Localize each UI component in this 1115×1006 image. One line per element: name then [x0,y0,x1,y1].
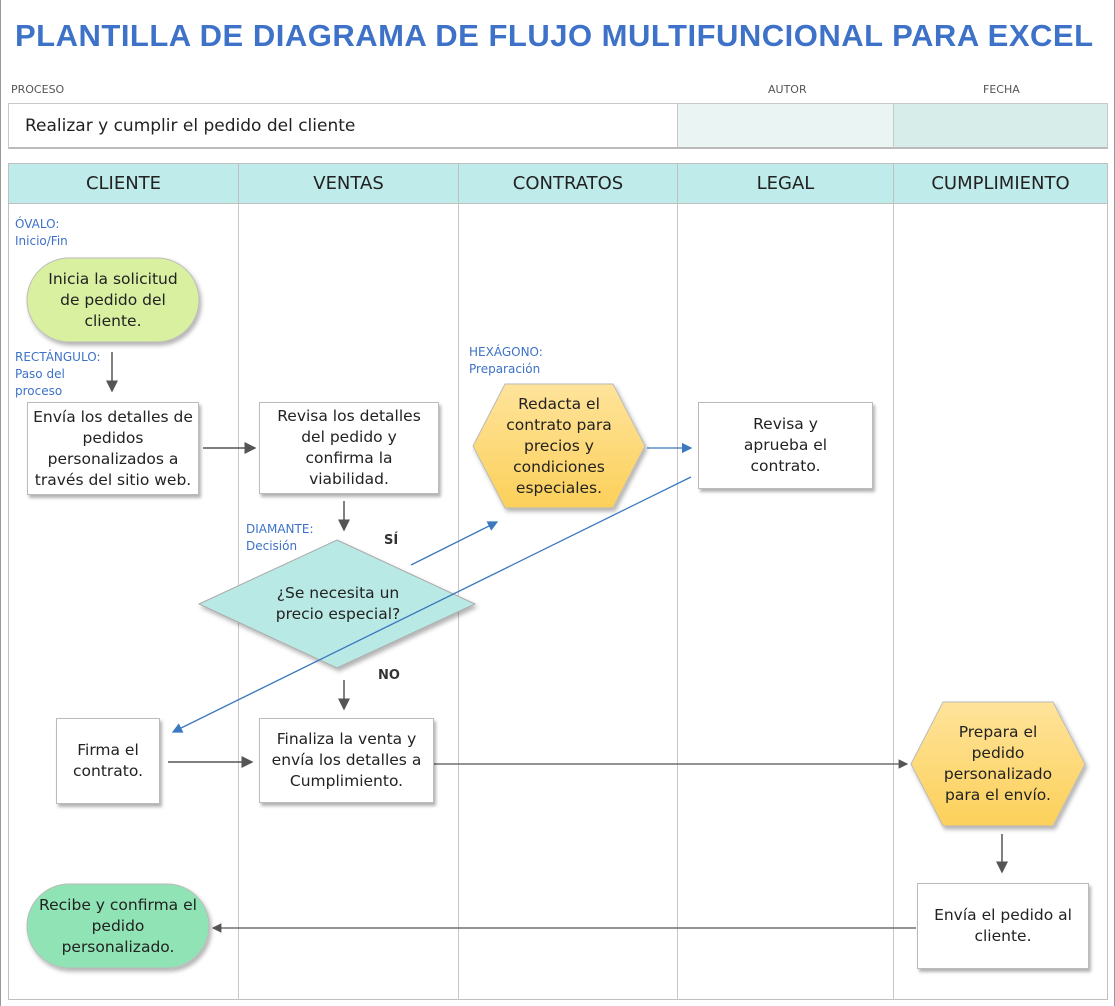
lane-divider [893,204,894,1000]
lane-divider [677,204,678,1000]
yes-label: SÍ [384,533,399,548]
send-details-box: Envía los detalles de pedidos personaliz… [27,402,199,495]
legend-oval: ÓVALO:Inicio/Fin [15,217,68,248]
prepare-order-text: Prepara el pedido personalizado para el … [943,723,1053,804]
draft-contract-hexagon [472,383,646,509]
no-label: NO [378,668,400,683]
lane-header-ventas: VENTAS [238,163,459,204]
author-label: AUTOR [768,83,807,96]
start-oval [26,257,200,343]
legend-hexagon: HEXÁGONO:Preparación [469,345,543,376]
process-label: PROCESO [11,83,65,96]
review-details-box: Revisa los detalles del pedido y confirm… [259,402,439,494]
start-node-text: Inicia la solicitud de pedido del client… [48,269,178,330]
lane-header-contratos: CONTRATOS [458,163,678,204]
approve-contract-box: Revisa y aprueba el contrato. [698,402,873,489]
sign-contract-box: Firma el contrato. [56,718,160,804]
legend-diamond: DIAMANTE:Decisión [246,522,314,553]
date-field[interactable] [893,103,1108,149]
receive-order-text: Recibe y confirma el pedido personalizad… [39,895,197,956]
page-title: PLANTILLA DE DIAGRAMA DE FLUJO MULTIFUNC… [15,18,1094,53]
lane-header-legal: LEGAL [677,163,894,204]
prepare-order-hexagon [910,701,1086,827]
decision-text: ¿Se necesita un precio especial? [275,584,401,623]
finalize-sale-box: Finaliza la venta y envía los detalles a… [259,718,434,803]
send-order-box: Envía el pedido al cliente. [917,883,1089,969]
author-field[interactable] [677,103,894,149]
decision-diamond [197,539,477,669]
lane-header-cumplimiento: CUMPLIMIENTO [893,163,1108,204]
end-oval [26,883,210,969]
date-label: FECHA [983,83,1020,96]
draft-contract-text: Redacta el contrato para precios y condi… [506,394,612,497]
